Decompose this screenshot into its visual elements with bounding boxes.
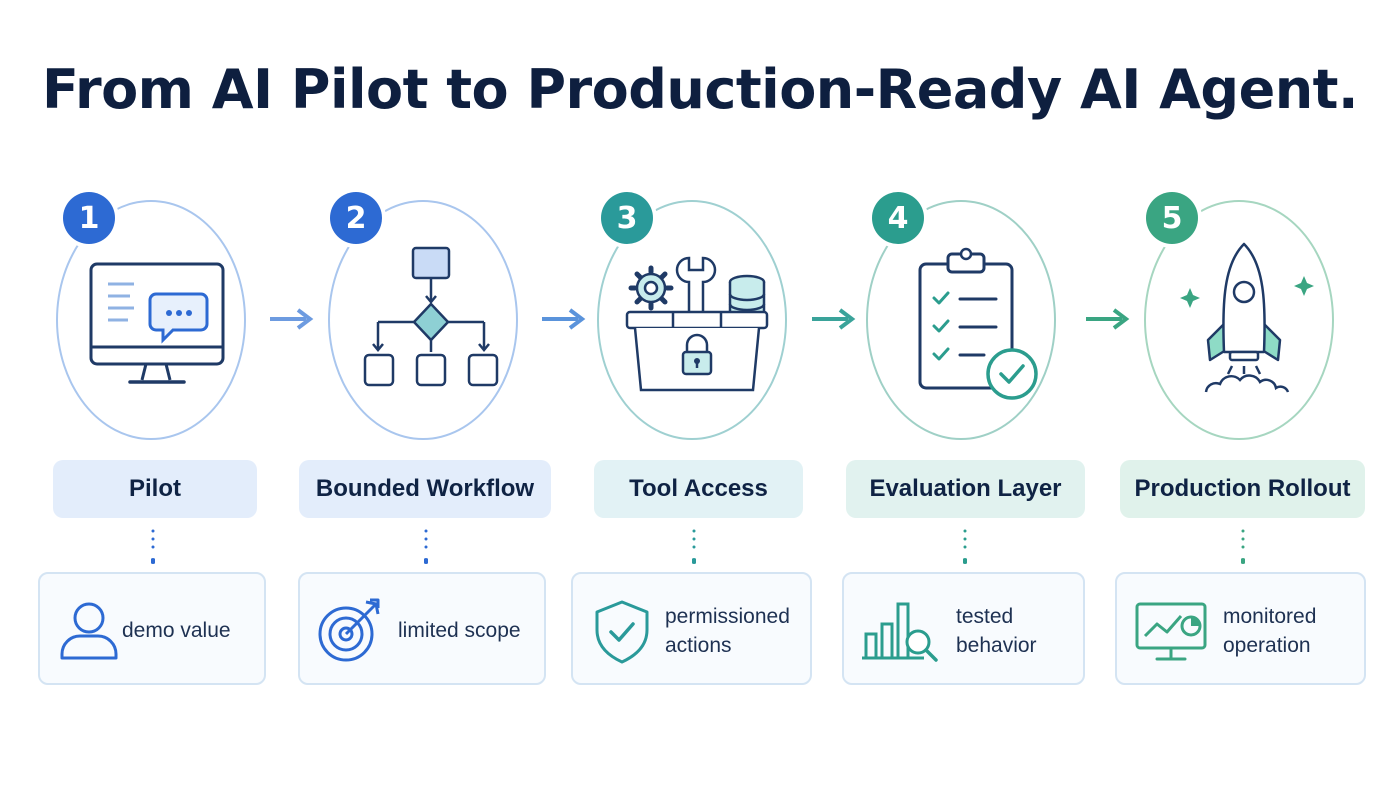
dotted-connector <box>424 529 428 564</box>
step-5-badge: 5 <box>1146 192 1198 244</box>
step-3-detail-text: permissioned actions <box>665 605 790 657</box>
step-1-label: Pilot <box>53 460 257 518</box>
step-1-circle <box>56 200 246 440</box>
arrow-right-icon <box>270 308 314 330</box>
step-5-detail-card: monitored operation <box>1115 572 1366 685</box>
step-2-badge: 2 <box>330 192 382 244</box>
rocket-icon <box>1180 242 1314 393</box>
step-4-label: Evaluation Layer <box>846 460 1085 518</box>
step-4-badge: 4 <box>872 192 924 244</box>
step-3-detail-card: permissioned actions <box>571 572 812 685</box>
step-2-detail-text: limited scope <box>398 619 521 642</box>
arrow-right-icon <box>812 308 856 330</box>
step-4-detail-text: tested behavior <box>956 605 1037 657</box>
dotted-connector <box>1241 529 1245 564</box>
step-2-label: Bounded Workflow <box>299 460 551 518</box>
bar-chart-search-icon <box>862 602 938 662</box>
dotted-connector <box>151 529 155 564</box>
dotted-connector <box>692 529 696 564</box>
step-1-detail-card: demo value <box>38 572 266 685</box>
toolbox-lock-icon <box>625 256 769 392</box>
step-3-badge: 3 <box>601 192 653 244</box>
step-2-circle <box>328 200 518 440</box>
user-icon <box>60 602 118 660</box>
clipboard-check-icon <box>918 247 1038 400</box>
arrow-right-icon <box>542 308 586 330</box>
step-1-detail-text: demo value <box>122 619 231 642</box>
shield-check-icon <box>595 600 649 664</box>
monitor-chat-icon <box>89 262 225 384</box>
step-4-detail-card: tested behavior <box>842 572 1085 685</box>
step-2-detail-card: limited scope <box>298 572 546 685</box>
target-icon <box>318 598 380 662</box>
step-1-badge: 1 <box>63 192 115 244</box>
step-5-detail-text: monitored operation <box>1223 605 1317 657</box>
monitor-chart-icon <box>1135 602 1207 661</box>
flowchart-icon <box>363 246 499 387</box>
step-3-label: Tool Access <box>594 460 803 518</box>
page-title: From AI Pilot to Production-Ready AI Age… <box>42 58 1358 121</box>
arrow-right-icon <box>1086 308 1130 330</box>
dotted-connector <box>963 529 967 564</box>
step-5-label: Production Rollout <box>1120 460 1365 518</box>
